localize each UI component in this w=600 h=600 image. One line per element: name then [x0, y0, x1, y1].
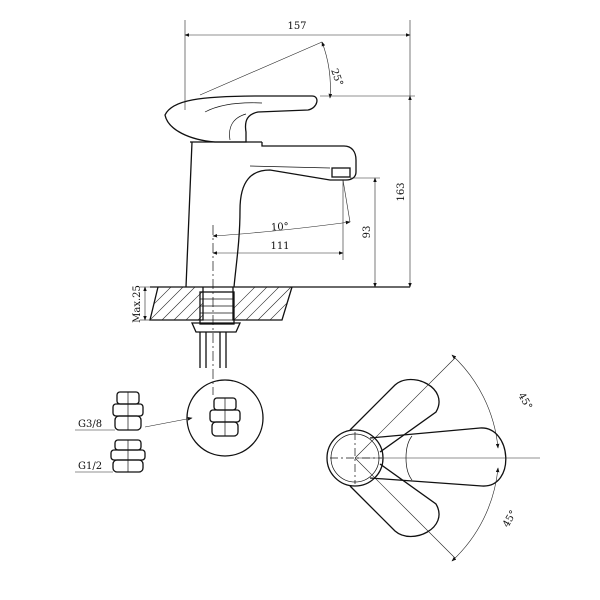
fitting-detail-circle — [144, 379, 264, 457]
fitting-g38 — [75, 391, 144, 431]
fitting-g12 — [75, 439, 146, 473]
dim-height-93: 93 — [362, 226, 373, 239]
handle-rotated-down — [349, 463, 440, 537]
dimension-lines — [140, 20, 415, 321]
fitting-detail — [209, 397, 241, 437]
fitting-label-g12: G1/2 — [78, 461, 102, 472]
dim-width-157: 157 — [287, 21, 306, 32]
dim-max-25: Max.25 — [132, 285, 143, 323]
handle-rotated-up — [349, 379, 440, 453]
threaded-shank — [190, 291, 242, 368]
dim-reach-111: 111 — [270, 241, 289, 252]
handle-center-position — [369, 427, 507, 487]
lever-handle — [164, 95, 318, 143]
dim-angle-10: 10° — [271, 222, 289, 234]
dim-angle-45-top: 45° — [515, 391, 533, 412]
countertop-section — [149, 286, 293, 368]
dim-angle-45-bottom: 45° — [501, 509, 519, 530]
dim-height-163: 163 — [396, 182, 407, 201]
faucet-top-view — [326, 354, 540, 562]
faucet-body — [185, 141, 193, 288]
aerator — [331, 167, 351, 178]
fitting-label-g38: G3/8 — [78, 419, 102, 430]
